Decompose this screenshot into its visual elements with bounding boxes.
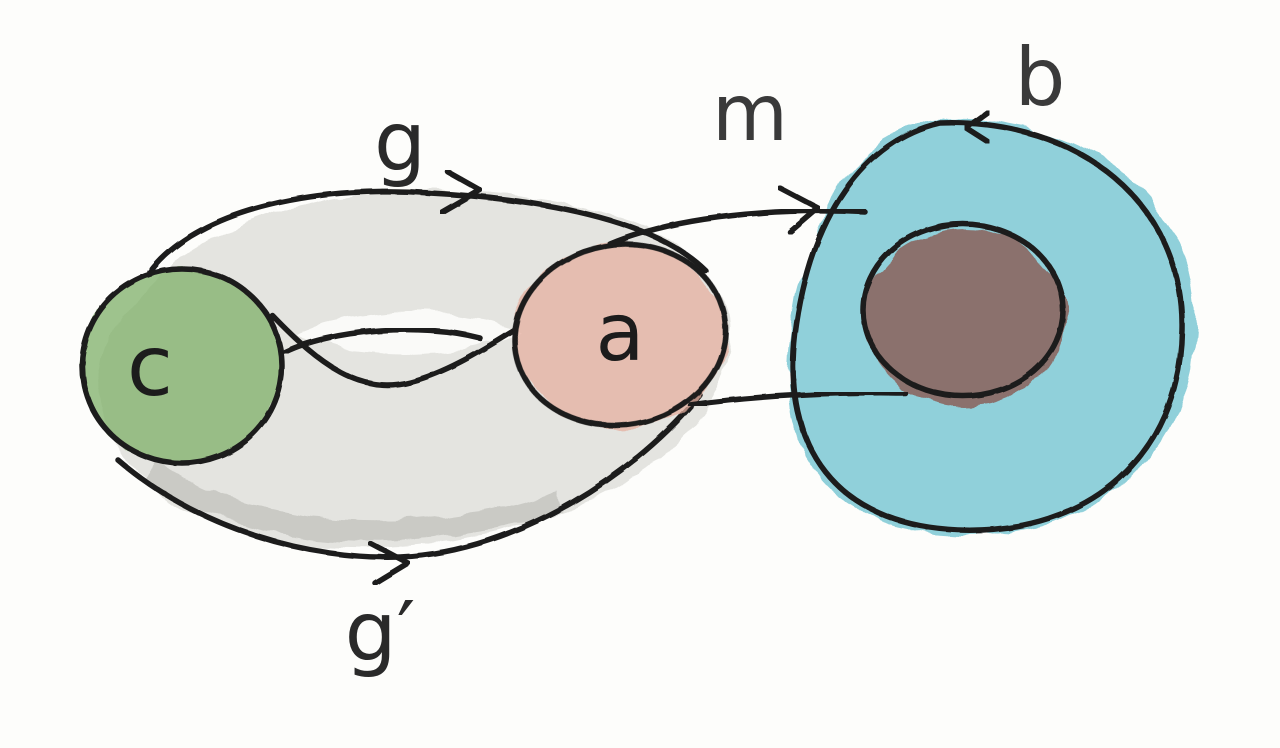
label-b-text: b: [1015, 31, 1066, 124]
morphism-m-arrowhead: [777, 185, 821, 235]
node-b-arrowhead: [963, 109, 991, 145]
node-c: [79, 266, 285, 466]
morphism-m-lower-line: [687, 390, 908, 408]
morphism-m-upper-line: [607, 208, 868, 247]
label-c-text: c: [127, 317, 173, 415]
label-g-text: g: [374, 95, 426, 190]
label-g: g: [374, 95, 426, 190]
label-a: a: [595, 286, 644, 379]
morphism-g-prime-arrowhead: [367, 540, 411, 586]
label-g-prime-text: g′: [345, 585, 416, 680]
label-g-prime: g′: [345, 585, 416, 680]
node-b: [786, 119, 1196, 536]
label-m: m: [712, 69, 788, 159]
label-b: b: [1015, 31, 1066, 124]
label-m-text: m: [712, 69, 788, 159]
node-a: [511, 241, 729, 429]
morphism-g-arrowhead: [439, 169, 483, 215]
label-a-text: a: [595, 286, 644, 379]
torus-hole-lower: [269, 312, 518, 388]
label-c: c: [127, 317, 173, 415]
